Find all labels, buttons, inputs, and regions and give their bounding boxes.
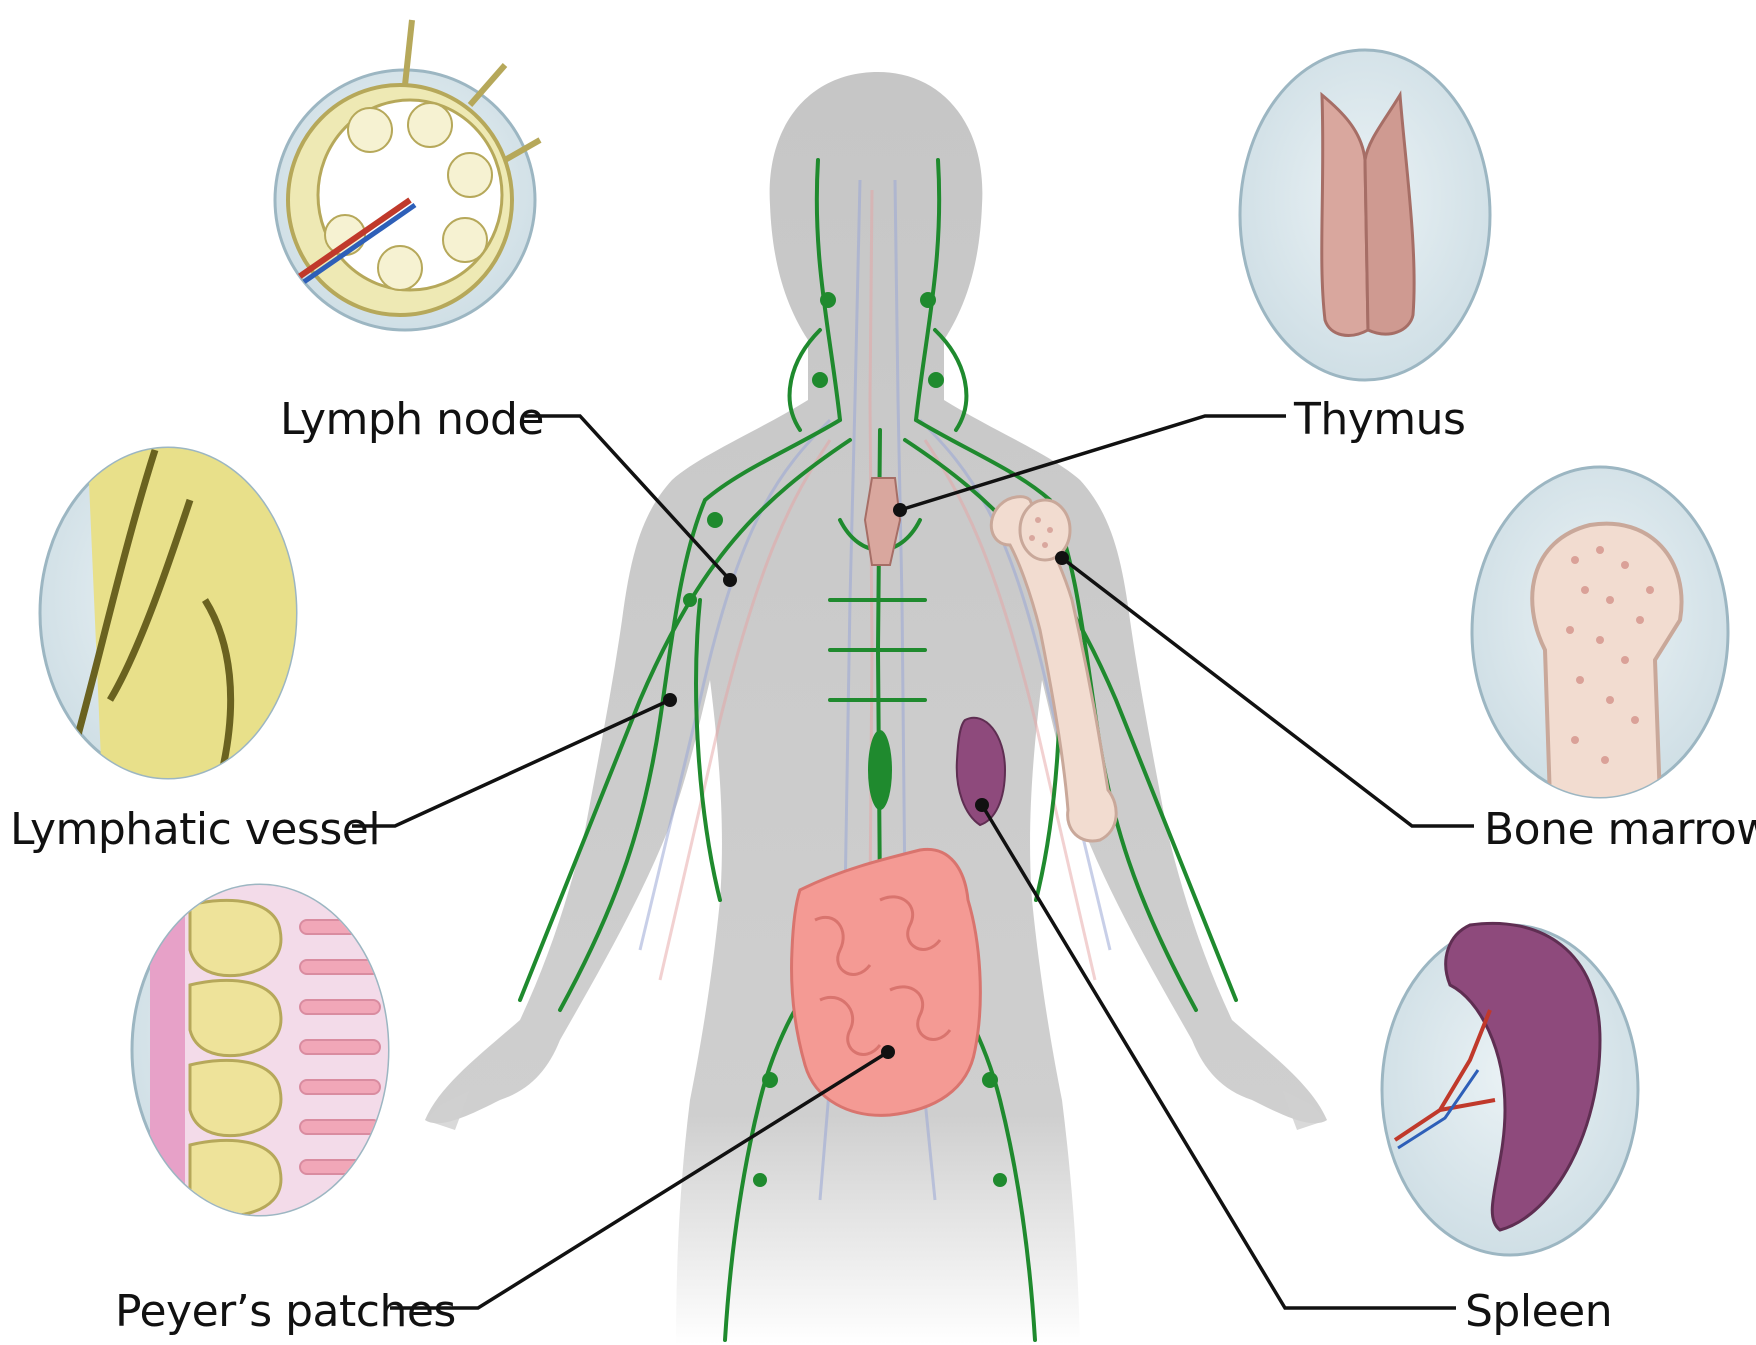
bone-marrow-inset	[1472, 467, 1728, 800]
peyers-patches-inset	[132, 880, 405, 1220]
spleen-inset	[1382, 923, 1638, 1255]
label-thymus: Thymus	[1294, 398, 1465, 442]
label-spleen: Spleen	[1465, 1290, 1612, 1334]
small-intestine	[792, 849, 981, 1115]
thymus-inset	[1240, 50, 1490, 380]
label-lymphatic-vessel: Lymphatic vessel	[10, 808, 380, 852]
label-bone-marrow: Bone marrow	[1484, 808, 1756, 852]
lymph-node-inset	[275, 20, 540, 330]
label-lymph-node: Lymph node	[280, 398, 544, 442]
lymphatic-vessel-inset	[0, 398, 380, 830]
label-peyers-patches: Peyer’s patches	[115, 1290, 456, 1334]
